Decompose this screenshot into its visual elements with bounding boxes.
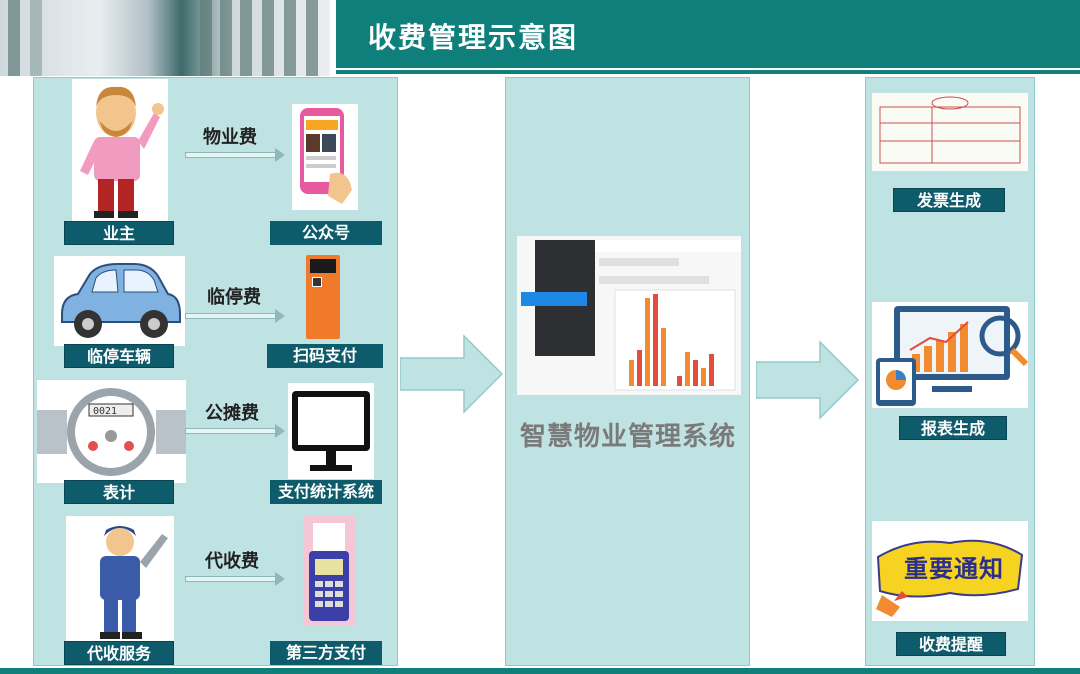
header-datacenter-photo — [0, 0, 330, 76]
fee-label-parking: 临停费 — [207, 287, 261, 308]
worker-illustration — [66, 516, 174, 642]
fee-label-property: 物业费 — [203, 127, 257, 148]
scan-terminal-illustration — [300, 253, 346, 341]
notice-image: 重要通知 — [872, 521, 1028, 621]
channel-label-stats: 支付统计系统 — [270, 480, 382, 504]
svg-text:0021: 0021 — [93, 406, 117, 417]
channel-label-wechat: 公众号 — [270, 221, 382, 245]
source-label-service: 代收服务 — [64, 641, 174, 665]
system-screenshot — [517, 236, 741, 395]
source-label-meter: 表计 — [64, 480, 174, 504]
car-illustration — [54, 256, 185, 346]
monitor-illustration — [288, 383, 374, 479]
bottom-bar — [0, 668, 1080, 674]
header-underline — [336, 70, 1080, 74]
output-label-invoice: 发票生成 — [893, 188, 1005, 212]
big-arrow-to-outputs — [755, 340, 860, 420]
channel-label-scan: 扫码支付 — [267, 344, 383, 368]
wechat-phone-illustration — [292, 104, 358, 210]
output-label-reminder: 收费提醒 — [896, 632, 1006, 656]
output-label-report: 报表生成 — [899, 416, 1007, 440]
notice-image-text: 重要通知 — [904, 555, 1004, 583]
source-label-owner: 业主 — [64, 221, 174, 245]
arrow-owner-to-wechat — [185, 148, 285, 162]
system-label: 智慧物业管理系统 — [519, 422, 736, 452]
owner-illustration — [72, 79, 168, 221]
pos-terminal-illustration — [303, 515, 355, 625]
arrow-meter-to-stats — [185, 424, 285, 438]
arrow-car-to-scan — [185, 309, 285, 323]
water-meter-illustration: 0021 — [37, 380, 186, 483]
arrow-service-to-thirdparty — [185, 572, 285, 586]
big-arrow-to-system — [399, 334, 504, 414]
fee-label-shared: 公摊费 — [205, 403, 259, 424]
fee-label-collection: 代收费 — [205, 551, 259, 572]
page-title: 收费管理示意图 — [368, 21, 579, 54]
source-label-parking: 临停车辆 — [64, 344, 174, 368]
header-bar — [336, 0, 1080, 68]
channel-label-thirdparty: 第三方支付 — [270, 641, 382, 665]
report-image — [872, 302, 1028, 408]
invoice-image — [872, 93, 1028, 171]
